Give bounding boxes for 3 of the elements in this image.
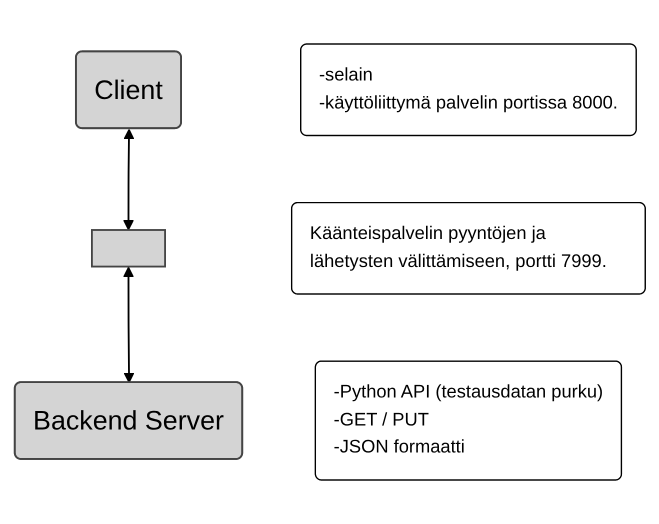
node-box [90, 229, 166, 268]
arrow [122, 128, 134, 230]
arrow [122, 266, 134, 384]
